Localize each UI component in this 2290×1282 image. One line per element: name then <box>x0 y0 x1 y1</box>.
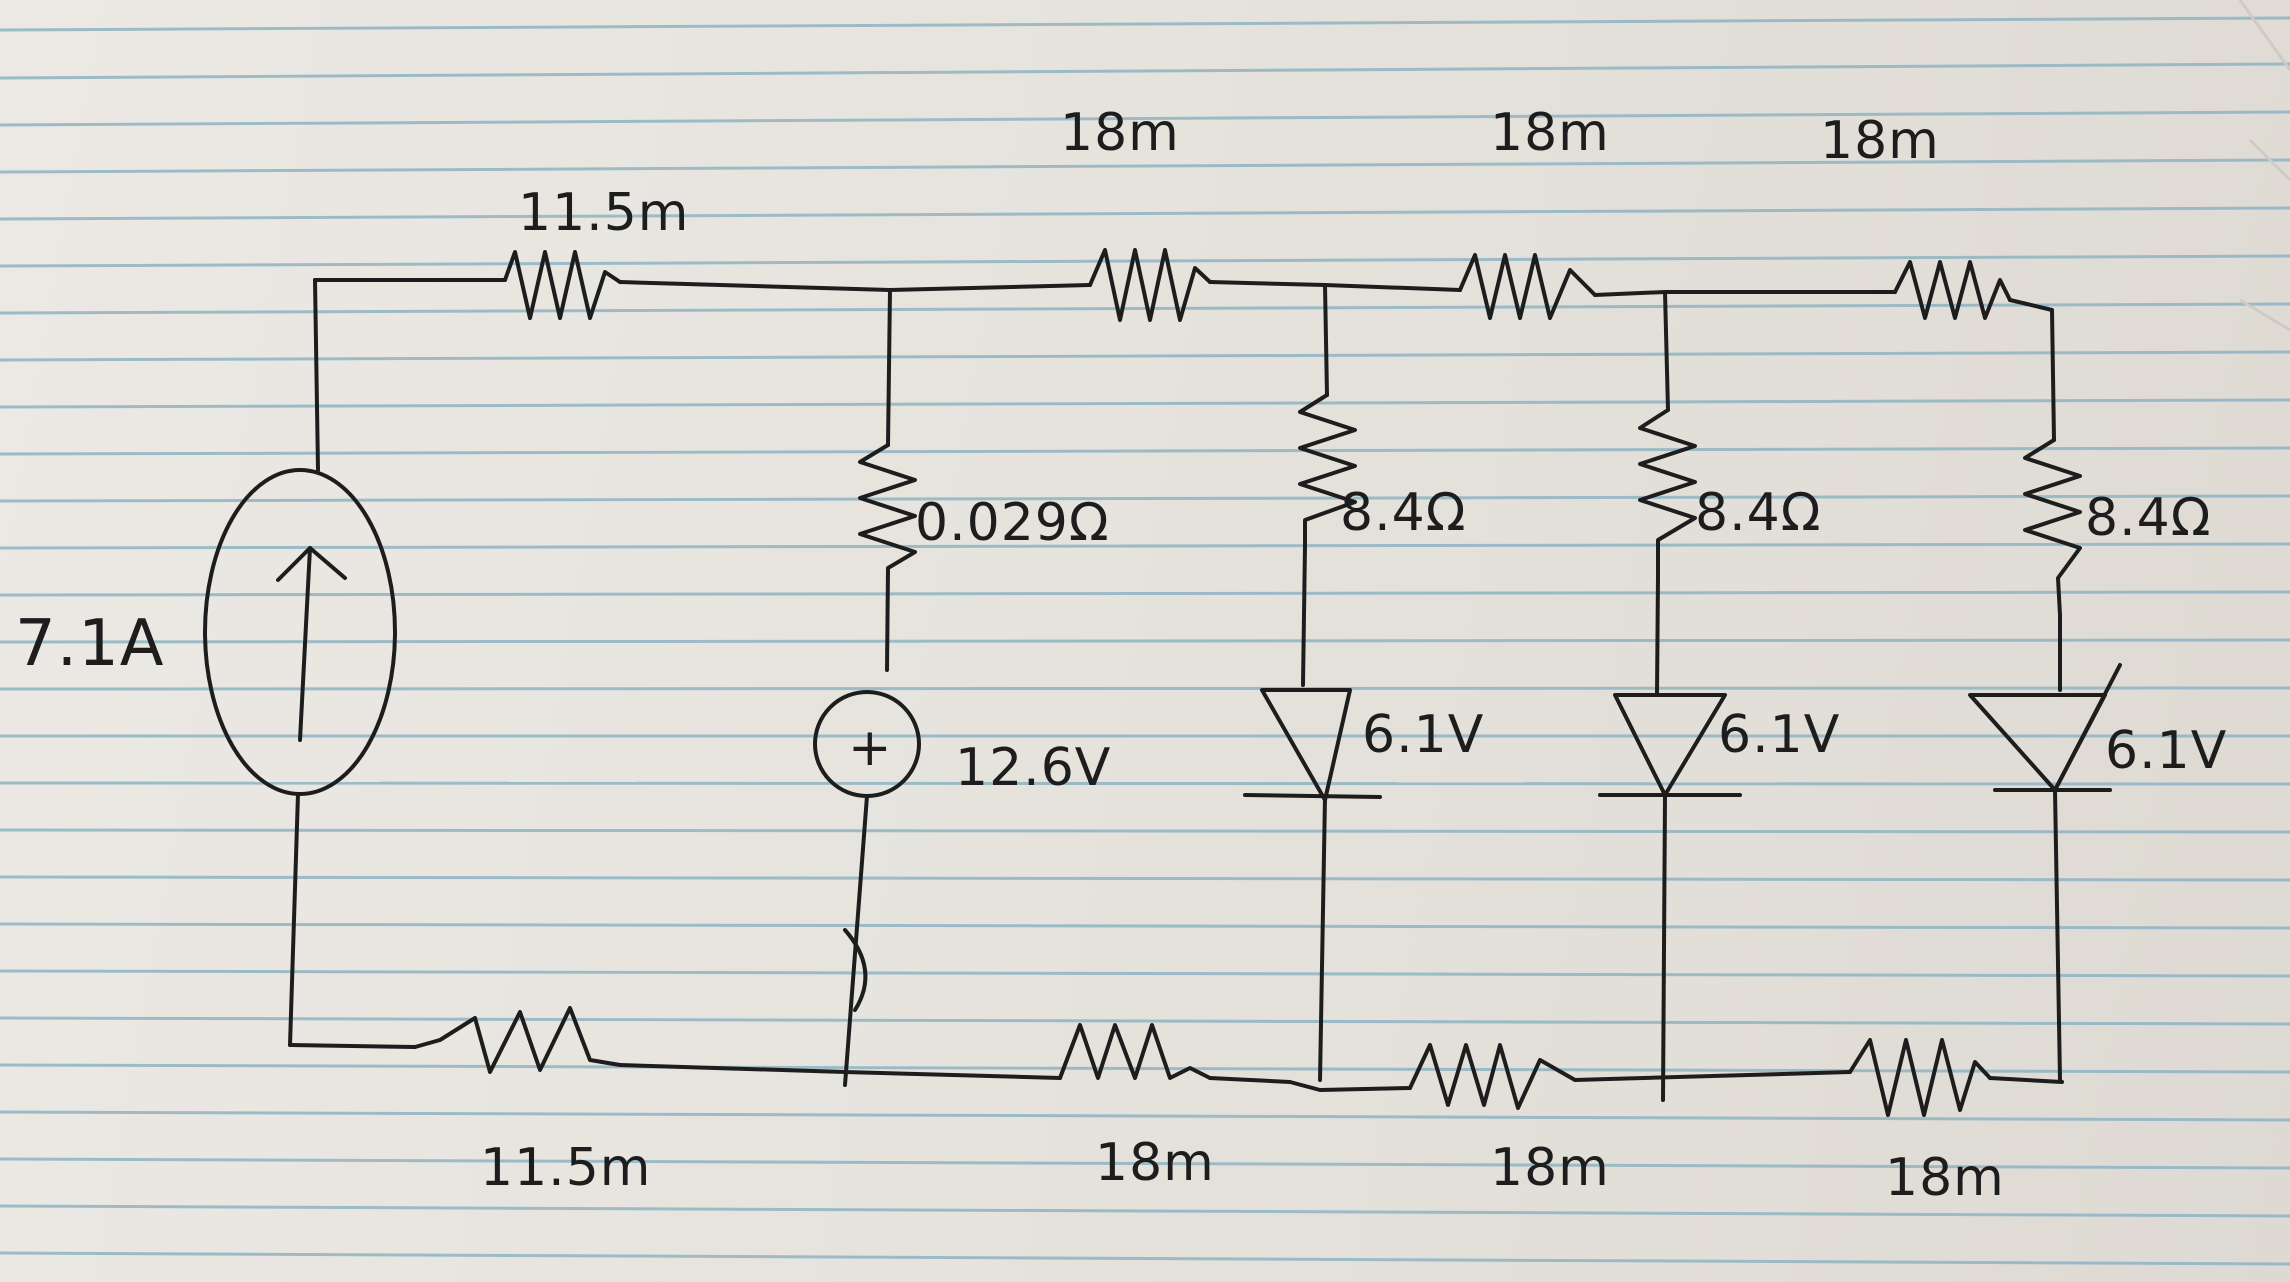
bottom-rail <box>288 1043 2064 1092</box>
diode-3 <box>1968 693 2107 792</box>
label-r-branch-2: 8.4Ω <box>1695 483 1821 543</box>
resistor-top-1 <box>503 250 622 320</box>
diode-1 <box>1260 688 1352 802</box>
ruled-lines <box>0 16 2290 1266</box>
current-arrow-shaft <box>298 546 312 742</box>
wire-crossover-hump <box>843 928 868 1012</box>
resistor-branch-2 <box>1638 408 1697 577</box>
voltage-source-branch <box>813 288 921 1087</box>
label-r-internal: 0.029Ω <box>915 493 1110 553</box>
resistor-top-4 <box>1893 260 2012 320</box>
label-r-top-3: 18m <box>1490 103 1610 163</box>
resistor-bottom-4 <box>1848 1038 1992 1117</box>
branch-3 <box>1968 438 2122 1082</box>
resistor-branch-3 <box>2023 438 2082 617</box>
label-r-branch-1: 8.4Ω <box>1340 483 1466 543</box>
current-source <box>203 278 397 1047</box>
label-r-branch-3: 8.4Ω <box>2085 488 2211 548</box>
label-diode-1: 6.1V <box>1362 705 1484 765</box>
up-arrow-icon <box>276 546 347 582</box>
label-v-source-polarity: + <box>848 718 893 778</box>
label-r-bottom-4: 18m <box>1885 1148 2005 1208</box>
resistor-top-3 <box>1458 253 1597 320</box>
resistor-top-2 <box>1088 248 1212 322</box>
diode-2 <box>1613 693 1727 797</box>
resistor-branch-1 <box>1298 393 1357 547</box>
label-r-top-1: 11.5m <box>518 183 689 243</box>
resistor-internal <box>858 443 917 672</box>
label-source-current: 7.1A <box>15 607 165 681</box>
branch-1 <box>1243 283 1382 1082</box>
label-v-source: 12.6V <box>955 738 1111 798</box>
label-diode-3: 6.1V <box>2105 721 2227 781</box>
label-r-top-4: 18m <box>1820 111 1940 171</box>
resistor-bottom-1 <box>413 1006 622 1074</box>
label-r-bottom-1: 11.5m <box>480 1138 651 1198</box>
current-source-circle <box>203 468 397 796</box>
label-r-bottom-2: 18m <box>1095 1133 1215 1193</box>
branch-2 <box>1598 290 1742 1102</box>
resistor-bottom-3 <box>1408 1043 1577 1110</box>
label-r-bottom-3: 18m <box>1490 1138 1610 1198</box>
resistor-bottom-2 <box>1058 1023 1212 1080</box>
page-edge-curl <box>2238 0 2290 332</box>
label-diode-2: 6.1V <box>1718 705 1840 765</box>
label-r-top-2: 18m <box>1060 103 1180 163</box>
